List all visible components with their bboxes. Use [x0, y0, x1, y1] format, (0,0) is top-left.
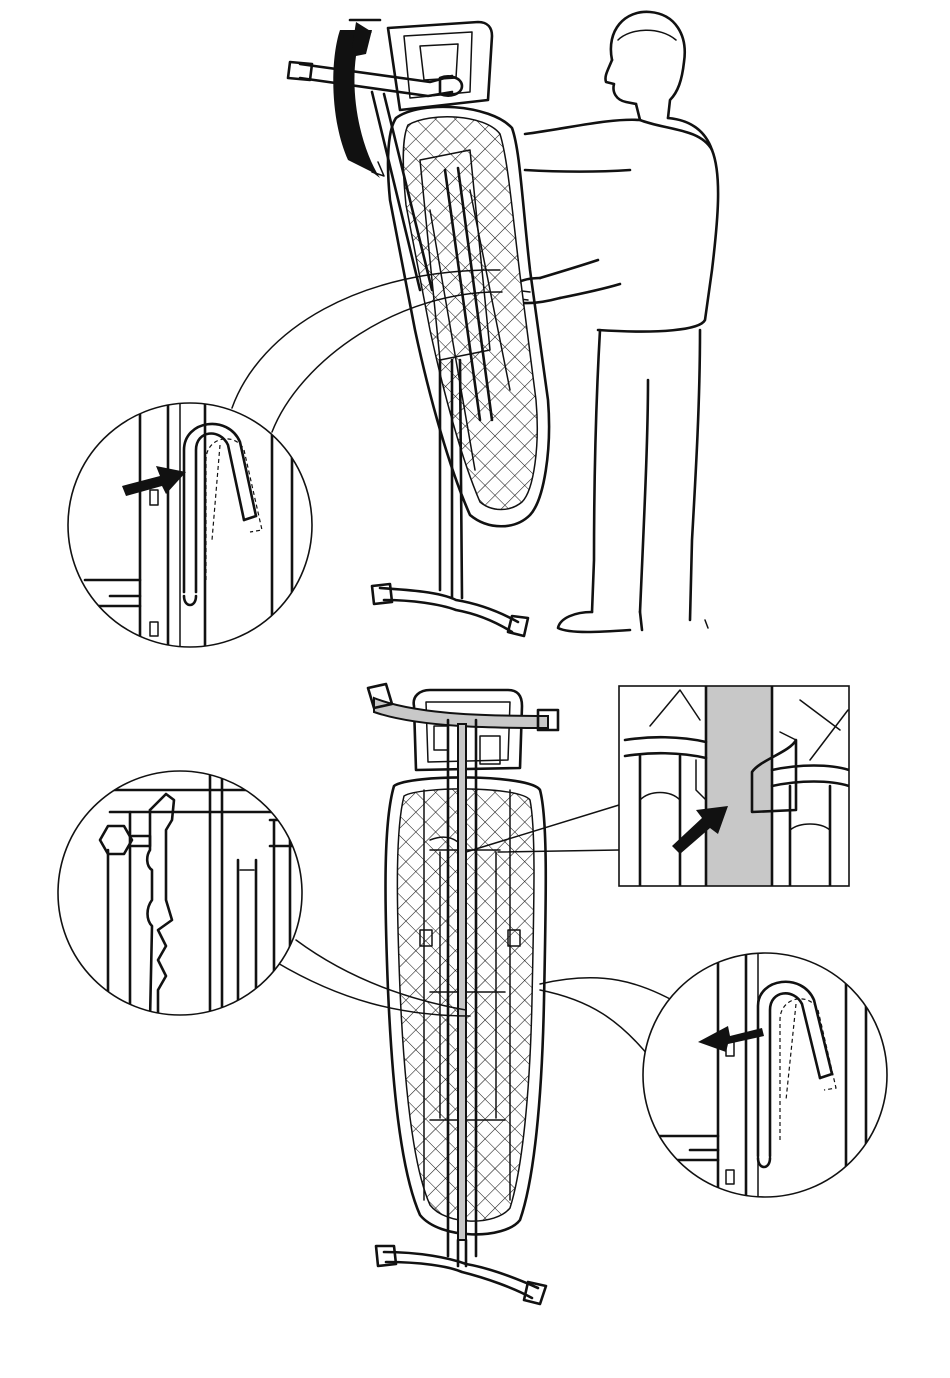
- callout-line: [540, 990, 652, 1060]
- callout-line: [540, 978, 686, 1008]
- step-1: [68, 12, 718, 660]
- detail-notched-bracket: [58, 770, 302, 1020]
- ironing-board-tilted: [288, 22, 549, 636]
- detail-hook-release: [643, 950, 887, 1200]
- detail-clip-leg: [619, 686, 849, 886]
- rotate-arrow-icon: [333, 20, 384, 178]
- ironing-board-upright: [368, 684, 558, 1304]
- step-2: [58, 684, 887, 1304]
- detail-hook-lock: [68, 400, 312, 660]
